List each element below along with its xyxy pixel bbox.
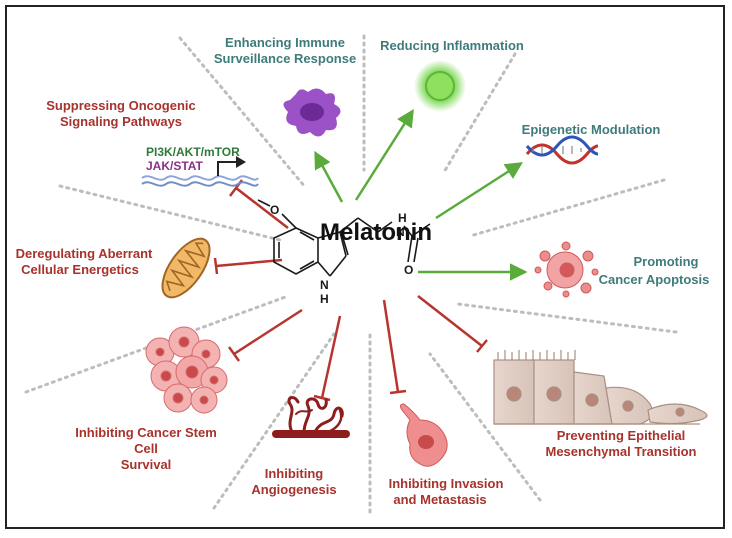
immune-cell-icon [283, 88, 341, 137]
inhibit-emt [417, 295, 483, 347]
mitochondrion-icon [161, 237, 211, 299]
invading-cell-icon [399, 403, 448, 467]
label-apoptosis: Promoting Cancer Apoptosis [599, 254, 710, 287]
label-invasion: Inhibiting Invasion and Metastasis [389, 476, 504, 507]
inhibit-energetics [215, 258, 283, 268]
label-apoptosis-line-2: Cancer Apoptosis [599, 272, 710, 287]
label-angiogenesis-line-1: Inhibiting [265, 466, 324, 481]
dna-helix-icon [525, 135, 599, 165]
divider-ray [178, 36, 308, 190]
label-immune: Enhancing Immune Surveillance Response [214, 35, 356, 66]
arrow-to-immune [314, 150, 344, 203]
ring-n-atom: N [320, 278, 329, 292]
label-oncogenic: Suppressing Oncogenic Signaling Pathways [46, 98, 196, 129]
cancer-stem-cell-icon [145, 326, 228, 414]
pathway-jak: JAK/STAT [146, 159, 204, 173]
divider-ray [212, 332, 336, 510]
label-energetics-line-2: Cellular Energetics [21, 262, 139, 277]
label-emt-line-2: Mesenchymal Transition [546, 444, 697, 459]
label-oncogenic-line-1: Suppressing Oncogenic [46, 98, 196, 113]
methoxy-o-atom: O [270, 203, 279, 217]
amide-h-atom: H [398, 211, 407, 225]
divider-ray [58, 184, 282, 242]
pathway-pi3k: PI3K/AKT/mTOR [146, 145, 240, 159]
divider-ray [442, 52, 517, 174]
label-energetics: Deregulating Aberrant Cellular Energetic… [16, 246, 153, 277]
label-emt-line-1: Preventing Epithelial [557, 428, 686, 443]
label-apoptosis-line-1: Promoting [634, 254, 699, 269]
divider-ray [428, 352, 542, 502]
label-inflammation: Reducing Inflammation [380, 38, 524, 53]
apoptotic-cell-icon [534, 241, 599, 298]
label-invasion-line-2: and Metastasis [393, 492, 486, 507]
amide-n-atom: N [396, 225, 405, 239]
gene-promoter-icon [141, 156, 259, 187]
label-inflammation-line-1: Reducing Inflammation [380, 38, 524, 53]
label-stem-cell-line-1: Inhibiting Cancer Stem [75, 425, 217, 440]
label-emt: Preventing Epithelial Mesenchymal Transi… [546, 428, 697, 459]
epithelial-cells-icon [493, 350, 708, 425]
blood-vessel-icon [272, 396, 350, 438]
inhibit-stem-cell [233, 308, 303, 356]
inhibit-angiogenesis [320, 315, 342, 399]
label-epigenetic: Epigenetic Modulation [522, 122, 661, 137]
melatonin-structure [257, 199, 431, 277]
carbonyl-o-atom: O [404, 263, 413, 277]
inhibit-oncogenic [235, 187, 289, 229]
divider-ray [456, 302, 678, 334]
label-energetics-line-1: Deregulating Aberrant [16, 246, 153, 261]
label-epigenetic-line-1: Epigenetic Modulation [522, 122, 661, 137]
inflammation-cell-icon [414, 60, 466, 112]
inhibit-invasion [382, 299, 400, 393]
arrow-to-epigenetic [435, 162, 523, 220]
activating-arrows [314, 109, 528, 281]
arrow-to-inflammation [354, 109, 414, 201]
divider-ray [468, 178, 666, 238]
label-immune-line-2: Surveillance Response [214, 51, 356, 66]
label-immune-line-1: Enhancing Immune [225, 35, 345, 50]
ring-h-atom: H [320, 292, 329, 306]
label-angiogenesis: Inhibiting Angiogenesis [251, 466, 336, 497]
label-invasion-line-1: Inhibiting Invasion [389, 476, 504, 491]
melatonin-title: Melatonin [320, 219, 432, 246]
label-stem-cell-line-2: Cell [134, 441, 158, 456]
label-oncogenic-line-2: Signaling Pathways [60, 114, 182, 129]
label-stem-cell-line-3: Survival [121, 457, 172, 472]
label-angiogenesis-line-2: Angiogenesis [251, 482, 336, 497]
label-stem-cell: Inhibiting Cancer Stem Cell Survival [75, 425, 217, 472]
